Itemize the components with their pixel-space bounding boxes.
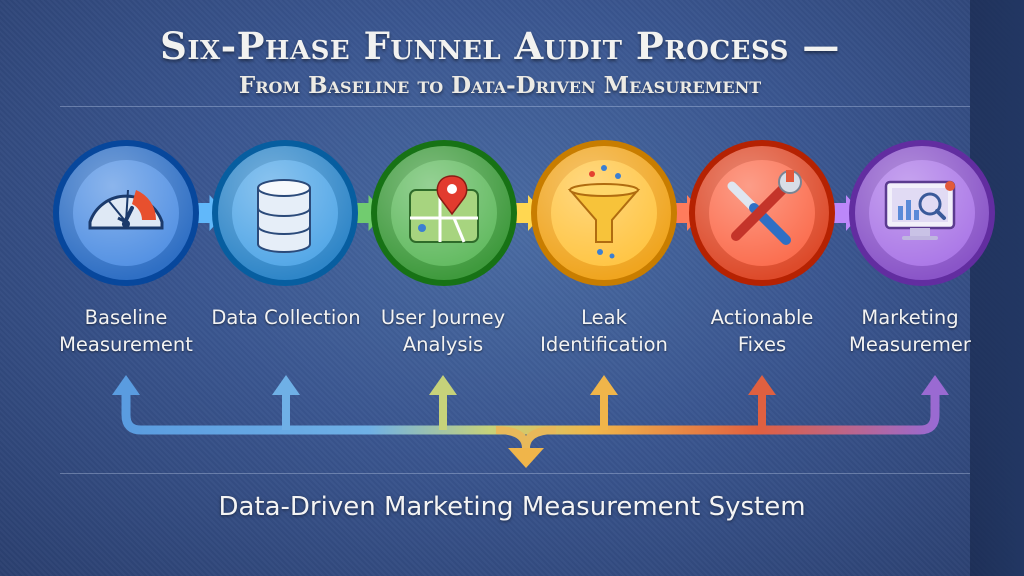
footer-caption: Data-Driven Marketing Measurement System <box>218 492 806 522</box>
phase-label-actionable: Actionable Fixes <box>710 306 814 356</box>
funnel-icon <box>567 165 641 259</box>
phase-label-baseline: Baseline Measurement <box>59 306 193 356</box>
right-edge-panel <box>970 0 1024 576</box>
phase-circle-1 <box>53 140 199 286</box>
feedback-loop <box>112 375 949 468</box>
speedometer-icon <box>88 189 164 230</box>
phase-label-data-collection: Data Collection <box>211 306 361 329</box>
map-pin-icon <box>409 175 479 243</box>
phase-label-marketing: Marketing Measuremer <box>849 306 971 356</box>
wrench-screwdriver-icon <box>727 170 802 245</box>
divider-top <box>60 106 970 107</box>
analytics-monitor-icon <box>884 180 956 240</box>
page-title: Six-Phase Funnel Audit Process — <box>160 24 840 68</box>
database-icon <box>257 179 311 253</box>
divider-bottom <box>60 473 970 474</box>
phase-label-user-journey: User Journey Analysis <box>380 306 506 356</box>
phase-label-leak: Leak Identification <box>540 306 668 356</box>
page-subtitle: From Baseline to Data-Driven Measurement <box>238 72 762 99</box>
